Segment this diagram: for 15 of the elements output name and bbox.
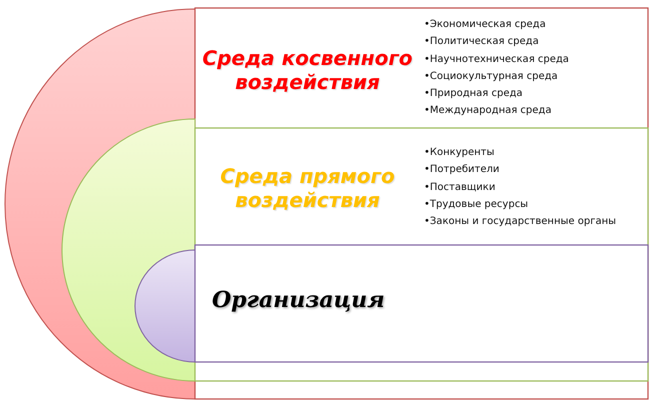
list-item: •Экономическая среда — [424, 18, 547, 32]
band-title: Среда прямого воздействия — [219, 162, 396, 214]
list-item: •Конкуренты — [424, 146, 496, 160]
list-item: •Природная среда — [424, 87, 524, 102]
band-title: Организация — [212, 286, 386, 315]
list-item: •Научнотехническая среда — [424, 52, 569, 67]
environment-band — [5, 8, 648, 399]
list-item: •Поставщики — [424, 180, 496, 195]
list-item: •Международная среда — [424, 104, 552, 118]
list-item: •Законы и государственные органы — [424, 215, 616, 230]
list-item: •Трудовые ресурсы — [424, 198, 530, 212]
list-item: •Политическая среда — [424, 35, 540, 50]
list-item: •Социокультурная среда — [424, 70, 559, 84]
band-title: Среда косвенного воздействия — [201, 45, 414, 96]
list-item: •Потребители — [424, 163, 500, 178]
